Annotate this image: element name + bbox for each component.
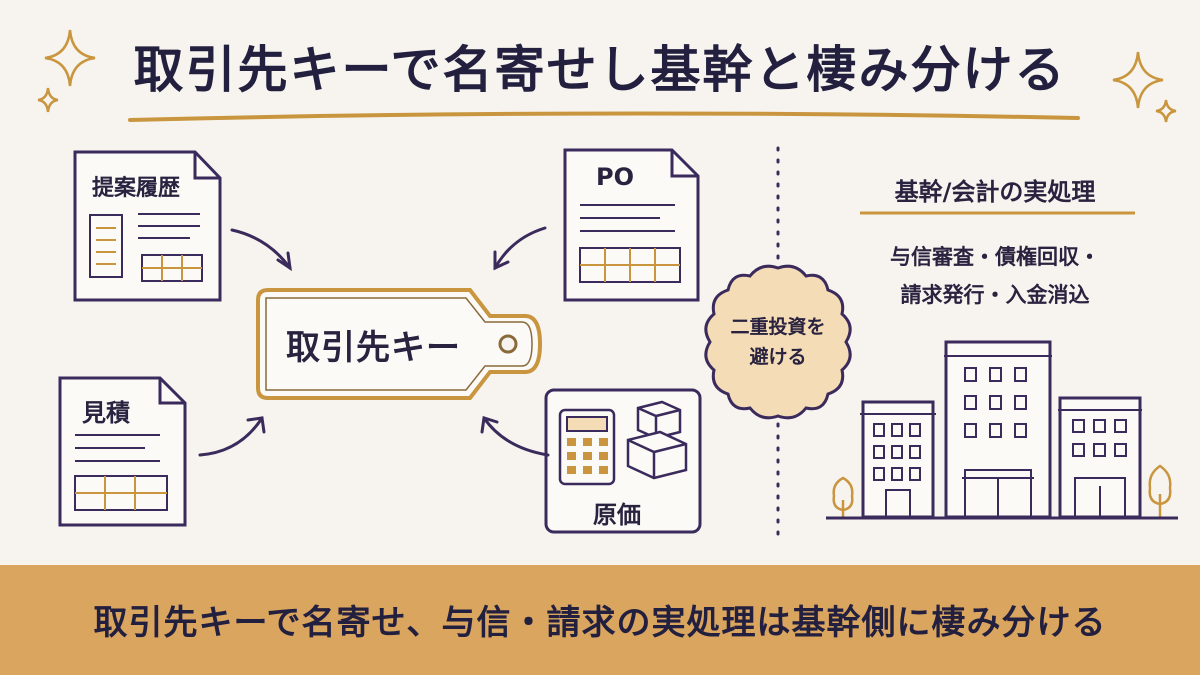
boxes-icon bbox=[626, 400, 688, 480]
badge-shape bbox=[704, 264, 852, 420]
right-panel-body: 与信審査・債権回収・ 請求発行・入金消込 bbox=[830, 238, 1160, 314]
proposal-document-label: 提案履歴 bbox=[92, 176, 181, 201]
calculator-icon bbox=[558, 408, 616, 486]
proposal-document-icon bbox=[73, 150, 222, 302]
badge-line-1: 二重投資を bbox=[730, 316, 826, 338]
po-document-label: PO bbox=[596, 163, 634, 191]
estimate-document-icon bbox=[58, 376, 187, 527]
po-document-icon bbox=[563, 148, 700, 302]
estimate-document-label: 見積 bbox=[82, 399, 130, 427]
cost-panel bbox=[544, 388, 702, 534]
title-underline bbox=[128, 111, 1080, 122]
tree-icon bbox=[832, 464, 1172, 517]
tag-icon bbox=[256, 288, 543, 400]
buildings-icon bbox=[860, 340, 1142, 519]
key-tag-label: 取引先キー bbox=[286, 328, 461, 368]
sparkle-icon bbox=[1112, 51, 1177, 123]
footer-banner: 取引先キーで名寄せ、与信・請求の実処理は基幹側に棲み分ける bbox=[0, 565, 1200, 675]
badge-line-2: 避ける bbox=[749, 346, 807, 368]
page-title: 取引先キーで名寄せし基幹と棲み分ける bbox=[133, 41, 1067, 99]
footer-text: 取引先キーで名寄せ、与信・請求の実処理は基幹側に棲み分ける bbox=[93, 603, 1107, 643]
arrow-icon bbox=[198, 226, 550, 457]
cost-label: 原価 bbox=[593, 501, 641, 529]
right-panel-heading: 基幹/会計の実処理 bbox=[894, 178, 1096, 206]
right-panel-line-1: 与信審査・債権回収・ bbox=[890, 245, 1100, 269]
badge-text: 二重投資を 避ける bbox=[708, 312, 848, 372]
right-panel-line-2: 請求発行・入金消込 bbox=[900, 283, 1090, 307]
sparkle-icon bbox=[37, 29, 96, 113]
